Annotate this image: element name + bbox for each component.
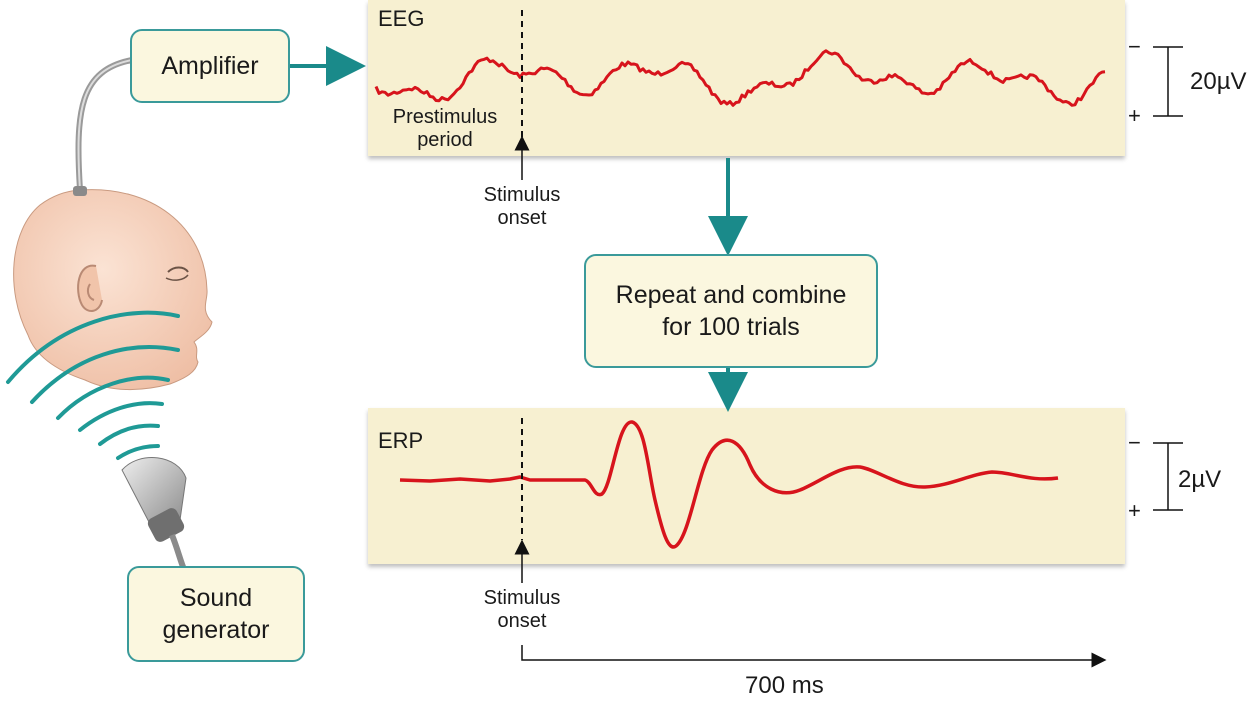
erp-stimulus-line1: Stimulus	[483, 587, 561, 609]
amplifier-box: Amplifier	[130, 29, 290, 103]
repeat-combine-box: Repeat and combine for 100 trials	[584, 254, 878, 368]
time-axis-label: 700 ms	[745, 672, 824, 699]
prestimulus-label: Prestimulus period	[372, 106, 518, 152]
repeat-line2: for 100 trials	[662, 313, 800, 341]
eeg-title: EEG	[378, 6, 425, 31]
eeg-scale-value: 20µV	[1190, 68, 1247, 95]
eeg-panel	[368, 0, 1125, 156]
ear-icon	[77, 264, 103, 312]
erp-stimulus-onset-label: Stimulus onset	[462, 587, 582, 633]
speaker-body	[147, 508, 185, 542]
repeat-line1: Repeat and combine	[615, 280, 847, 309]
head	[13, 189, 213, 391]
erp-trace	[399, 420, 1059, 549]
erp-scale-minus: −	[1128, 430, 1141, 455]
sound-generator-box: Sound generator	[127, 566, 305, 662]
erp-panel	[368, 408, 1125, 564]
erp-stimulus-line2: onset	[497, 610, 547, 632]
eeg-trace	[374, 49, 1106, 107]
sound-line1: Sound	[179, 583, 253, 612]
sound-line2: generator	[162, 616, 270, 644]
prestimulus-line1: Prestimulus	[392, 106, 498, 128]
eye-icon	[167, 266, 189, 273]
eeg-stimulus-line1: Stimulus	[483, 184, 561, 206]
eeg-stimulus-line2: onset	[497, 207, 547, 229]
sound-waves	[6, 310, 180, 460]
amplifier-label: Amplifier	[161, 51, 259, 80]
eeg-scale-minus: −	[1128, 34, 1141, 59]
erp-scale-bar	[1153, 442, 1183, 511]
eeg-scale-plus: +	[1128, 103, 1141, 128]
time-axis-arrow	[521, 645, 1107, 668]
erp-scale-value: 2µV	[1178, 466, 1222, 493]
erp-title: ERP	[378, 428, 424, 453]
eeg-scale-bar	[1153, 46, 1183, 117]
erp-scale-plus: +	[1128, 498, 1141, 523]
eeg-stimulus-onset-label: Stimulus onset	[462, 184, 582, 230]
electrode	[73, 186, 87, 196]
prestimulus-line2: period	[417, 129, 473, 151]
